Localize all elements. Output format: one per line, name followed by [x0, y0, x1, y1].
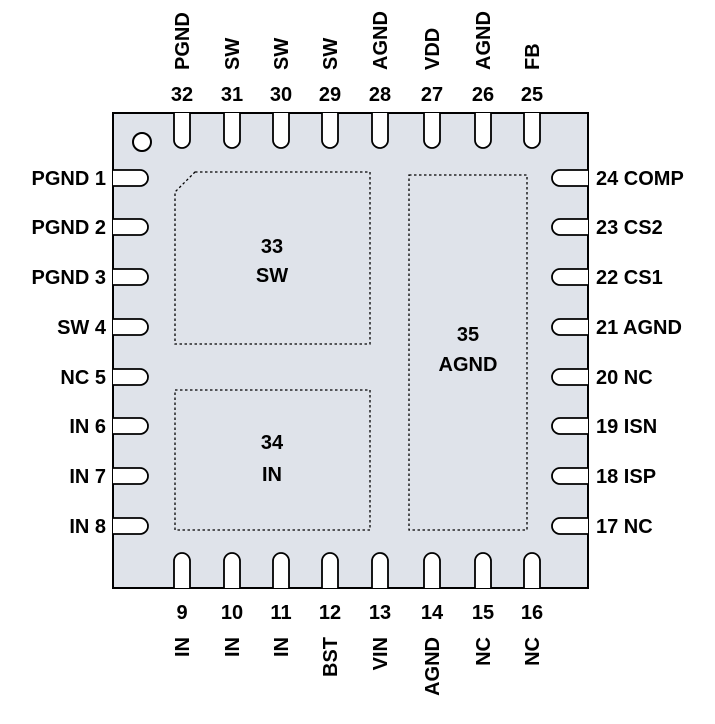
- pin-32: [173, 113, 191, 149]
- pin-26: [474, 113, 492, 149]
- pin-name-31: SW: [222, 38, 244, 70]
- pin-name-15: NC: [473, 637, 495, 666]
- pin-29: [321, 113, 339, 149]
- pin-7: [113, 467, 149, 485]
- pin-name-12: BST: [320, 637, 342, 677]
- pin-10: [223, 552, 241, 588]
- pin-label-23: 23 CS2: [596, 217, 663, 239]
- pin-1: [113, 169, 149, 187]
- pin-number-27: 27: [421, 84, 443, 106]
- pin-number-13: 13: [369, 602, 391, 624]
- pin-label-21: 21 AGND: [596, 317, 682, 339]
- pin-label-7: IN 7: [69, 466, 106, 488]
- pin-number-29: 29: [319, 84, 341, 106]
- pin-20: [551, 368, 588, 386]
- pin-14: [423, 552, 441, 588]
- pin-label-6: IN 6: [69, 416, 106, 438]
- exposed-pad-34: [174, 389, 371, 531]
- pin-name-26: AGND: [473, 11, 495, 70]
- exposed-pad-35: [408, 174, 528, 531]
- pin-label-24: 24 COMP: [596, 168, 684, 190]
- pin-22: [551, 268, 588, 286]
- pin-12: [321, 552, 339, 588]
- pin-name-16: NC: [522, 637, 544, 666]
- pin-label-2: PGND 2: [32, 217, 106, 239]
- exposed-pad-33: [174, 171, 371, 345]
- pin-23: [551, 218, 588, 236]
- pin-13: [371, 552, 389, 588]
- pin-label-3: PGND 3: [32, 267, 106, 289]
- pin-30: [272, 113, 290, 149]
- pin-label-22: 22 CS1: [596, 267, 663, 289]
- pad-33-name: SW: [256, 265, 288, 287]
- pin-16: [523, 552, 541, 588]
- pin-number-11: 11: [270, 602, 291, 624]
- pin-8: [113, 517, 149, 535]
- package-pins: [113, 113, 588, 588]
- pin-name-27: VDD: [422, 28, 444, 70]
- pin-15: [474, 552, 492, 588]
- pin-name-9: IN: [172, 637, 194, 657]
- pin-19: [551, 417, 588, 435]
- pin-name-11: IN: [271, 637, 293, 657]
- pin-31: [223, 113, 241, 149]
- pin-21: [551, 318, 588, 336]
- pin-name-30: SW: [271, 38, 293, 70]
- pin1-indicator-dot: [132, 132, 152, 152]
- pin-label-17: 17 NC: [596, 516, 653, 538]
- pin-27: [423, 113, 441, 149]
- pin-name-28: AGND: [370, 11, 392, 70]
- pin-11: [272, 552, 290, 588]
- pin-label-18: 18 ISP: [596, 466, 656, 488]
- pin-label-1: PGND 1: [32, 168, 106, 190]
- pin-label-20: 20 NC: [596, 367, 653, 389]
- pin-28: [371, 113, 389, 149]
- pin-name-10: IN: [222, 637, 244, 657]
- exposed-pads: 33 SW 34 IN 35 AGND: [174, 171, 528, 531]
- pin-number-12: 12: [319, 602, 341, 624]
- pin-5: [113, 368, 149, 386]
- ic-package-body: [112, 112, 589, 589]
- pin-name-25: FB: [522, 43, 544, 70]
- pad-34-number: 34: [261, 432, 284, 454]
- pin-label-5: NC 5: [60, 367, 106, 389]
- pin-number-10: 10: [221, 602, 243, 624]
- pin-number-16: 16: [521, 602, 543, 624]
- pin-25: [523, 113, 541, 149]
- pin-name-13: VIN: [370, 637, 392, 670]
- pin-label-4: SW 4: [57, 317, 107, 339]
- pin-24: [551, 169, 588, 187]
- pin-number-15: 15: [472, 602, 494, 624]
- pin-number-31: 31: [221, 84, 243, 106]
- pin-name-32: PGND: [172, 12, 194, 70]
- pin-9: [173, 552, 191, 588]
- pad-34-name: IN: [262, 464, 282, 486]
- pin-6: [113, 417, 149, 435]
- pin-name-14: AGND: [422, 637, 444, 696]
- pad-33-number: 33: [261, 236, 283, 258]
- pin-18: [551, 467, 588, 485]
- pin-3: [113, 268, 149, 286]
- pin-number-30: 30: [270, 84, 292, 106]
- pad-35-name: AGND: [439, 354, 498, 376]
- pin-17: [551, 517, 588, 535]
- pin-labels: PGND 1 PGND 2 PGND 3 SW 4 NC 5 IN 6 IN 7 IN 8 17…: [32, 11, 684, 696]
- pin-number-14: 14: [421, 602, 444, 624]
- pin-number-26: 26: [472, 84, 494, 106]
- pin-name-29: SW: [320, 38, 342, 70]
- pin-4: [113, 318, 149, 336]
- pin-number-9: 9: [176, 602, 187, 624]
- pin-number-32: 32: [171, 84, 193, 106]
- pin-label-19: 19 ISN: [596, 416, 657, 438]
- pin-2: [113, 218, 149, 236]
- pad-35-number: 35: [457, 324, 479, 346]
- pin-label-8: IN 8: [69, 516, 106, 538]
- pin-number-28: 28: [369, 84, 391, 106]
- pin-number-25: 25: [521, 84, 543, 106]
